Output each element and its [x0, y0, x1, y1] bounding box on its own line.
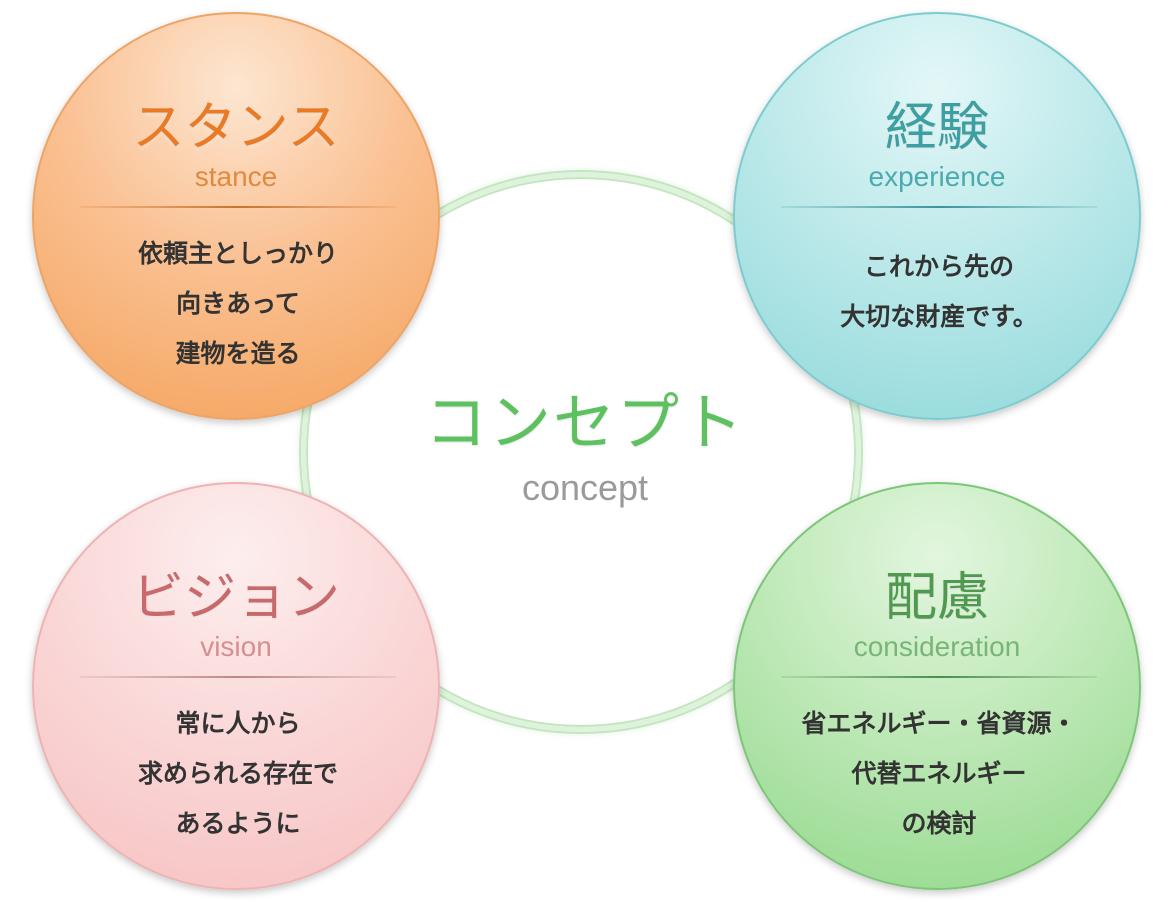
consideration-title: 配慮 [884, 568, 989, 628]
experience-description: これから先の 大切な財産です。 [755, 242, 1123, 342]
stance-subtitle: stance [194, 161, 278, 192]
stance-line: 建物を造る [175, 339, 301, 368]
vision-description: 常に人から 求められる存在で あるように [54, 699, 422, 849]
consideration-description: 省エネルギー・省資源・ 代替エネルギー の検討 [755, 699, 1123, 849]
experience-line: 大切な財産です。 [840, 302, 1038, 331]
consideration-line: 省エネルギー・省資源・ [801, 709, 1077, 738]
stance-title: スタンス [132, 98, 340, 158]
consideration-subtitle: consideration [853, 631, 1021, 662]
circle-stance: スタンス stance 依頼主としっかり 向きあって 建物を造る [32, 12, 440, 420]
center-subtitle: concept [521, 467, 649, 508]
vision-line: 求められる存在で [137, 759, 338, 788]
experience-title: 経験 [884, 98, 989, 158]
vision-subtitle: vision [200, 631, 272, 662]
center-ring [301, 172, 861, 732]
vision-line: あるように [175, 809, 301, 838]
vision-line: 常に人から [175, 709, 301, 738]
consideration-divider [781, 676, 1097, 678]
stance-description: 依頼主としっかり 向きあって 建物を造る [54, 229, 422, 379]
circle-consideration: 配慮 consideration 省エネルギー・省資源・ 代替エネルギー の検討 [733, 482, 1141, 890]
center-title: コンセプト [424, 386, 745, 459]
stance-line: 依頼主としっかり [137, 239, 338, 268]
stance-divider [80, 206, 396, 208]
experience-divider [781, 206, 1097, 208]
consideration-line: の検討 [901, 809, 977, 838]
vision-divider [80, 676, 396, 678]
experience-subtitle: experience [868, 161, 1006, 192]
vision-title: ビジョン [131, 568, 340, 628]
circle-vision: ビジョン vision 常に人から 求められる存在で あるように [32, 482, 440, 890]
stance-line: 向きあって [176, 289, 300, 318]
consideration-line: 代替エネルギー [851, 759, 1027, 788]
circle-experience: 経験 experience これから先の 大切な財産です。 [733, 12, 1141, 420]
experience-line: これから先の [863, 252, 1014, 281]
